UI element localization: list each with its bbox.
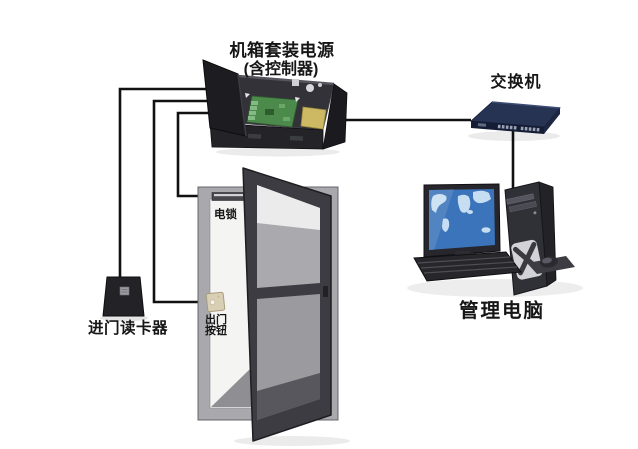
wires	[118, 87, 515, 304]
management-pc-label: 管理电脑	[459, 299, 545, 322]
switch-label: 交换机	[490, 72, 541, 91]
pc-monitor	[423, 183, 501, 270]
door-leaf	[242, 167, 332, 442]
world-map	[431, 190, 491, 233]
card-reader-icon	[100, 276, 148, 322]
exit-button-label-line2: 按钮	[205, 323, 227, 337]
controller-pcb	[246, 95, 299, 128]
wire-electric-lock	[176, 111, 212, 198]
controller-box-lid	[202, 59, 247, 137]
wire-exit-button	[152, 99, 210, 304]
pc-tower	[504, 181, 557, 296]
desktop-computer-icon	[407, 181, 583, 297]
electric-lock-icon	[211, 192, 246, 201]
pc-keyboard	[413, 251, 522, 282]
electric-lock-label: 电锁	[214, 207, 237, 221]
labels: 机箱套装电源 (含控制器) 交换机 管理电脑 进门读卡器 电锁 出门 按钮	[88, 40, 545, 337]
switch-ports	[477, 123, 540, 132]
exit-button-icon	[205, 291, 226, 313]
exit-button-label-line1: 出门	[205, 312, 227, 326]
controller-psu	[300, 106, 327, 130]
controller-box-label-line1: 机箱套装电源	[230, 40, 335, 60]
controller-box-label-line2: (含控制器)	[244, 59, 319, 78]
pc-mouse	[527, 256, 575, 274]
door-icon	[197, 167, 350, 446]
network-switch-icon	[468, 101, 561, 141]
entry-reader-label: 进门读卡器	[88, 318, 168, 337]
controller-box-icon	[202, 59, 348, 157]
wire-card-reader	[118, 87, 206, 277]
monitor-screen	[429, 189, 495, 250]
